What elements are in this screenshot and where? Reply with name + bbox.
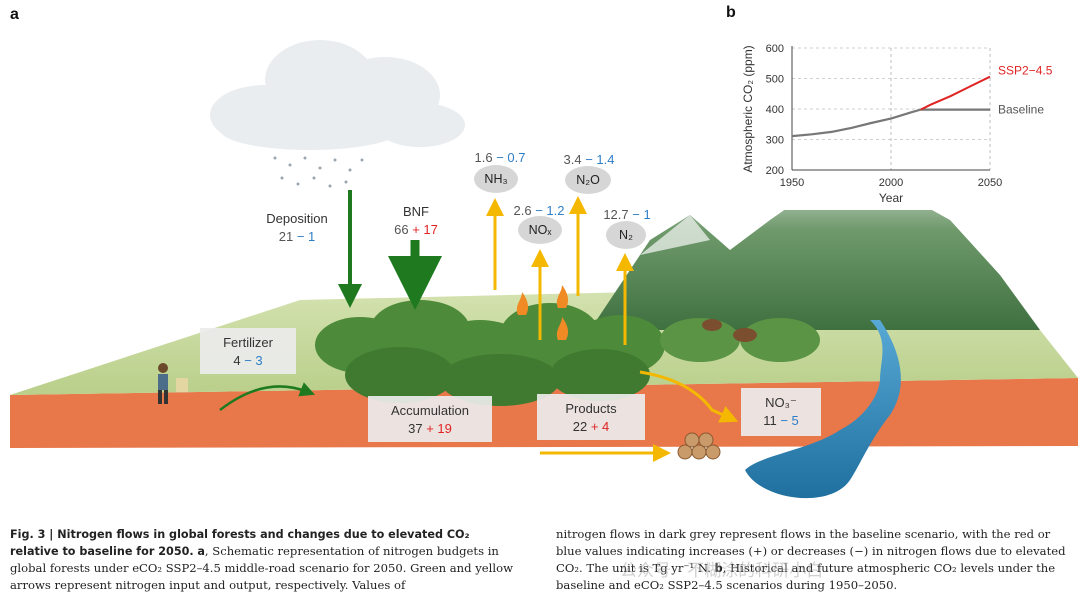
x-tick-label: 2000	[879, 177, 903, 189]
deposition-title: Deposition	[266, 211, 328, 226]
fertilizer-arrow	[219, 382, 315, 411]
no3-box: NO₃⁻ 11 − 5	[741, 388, 821, 436]
nox-base: 2.6	[513, 203, 532, 218]
panel-a-label: a	[10, 6, 19, 23]
ssp245-series-line	[920, 75, 991, 111]
baseline-series-label: Baseline	[998, 103, 1044, 117]
bnf-base: 66	[394, 221, 409, 237]
fire-icons	[516, 285, 569, 340]
caption-a-text: , Schematic representation of nitrogen b…	[10, 544, 513, 592]
y-axis-label: Atmospheric CO₂ (ppm)	[741, 45, 755, 172]
rain-drops	[273, 156, 364, 188]
fertilizer-title: Fertilizer	[223, 335, 273, 350]
no3-base: 11	[763, 413, 777, 429]
log-pile-icon	[677, 432, 721, 460]
nh3-value: 1.6 − 0.7	[470, 150, 530, 165]
nh3-bubble: NH₃	[474, 165, 518, 193]
products-box: Products 22 + 4	[537, 394, 645, 440]
y-tick-label: 300	[766, 135, 784, 147]
caption-b-pre: nitrogen flows in dark grey represent fl…	[556, 527, 1066, 575]
x-tick-label: 2050	[978, 177, 1002, 189]
y-tick-label: 600	[766, 43, 784, 55]
products-change: + 4	[590, 419, 610, 435]
n2-change: − 1	[632, 207, 651, 222]
river	[745, 320, 901, 499]
nox-change: − 1.2	[535, 203, 565, 218]
y-tick-label: 500	[766, 74, 784, 86]
n2-base: 12.7	[603, 207, 629, 222]
nh3-change: − 0.7	[496, 150, 526, 165]
n2o-base: 3.4	[563, 152, 582, 167]
animal-icons	[702, 319, 757, 342]
accumulation-title: Accumulation	[390, 403, 470, 418]
caption-right: nitrogen flows in dark grey represent fl…	[556, 526, 1072, 594]
n2o-bubble: N₂O	[565, 166, 611, 194]
caption-b-letter: b	[714, 562, 723, 575]
n2-value: 12.7 − 1	[602, 207, 652, 222]
caption-left: Fig. 3 | Nitrogen flows in global forest…	[10, 526, 515, 594]
products-title: Products	[565, 401, 617, 416]
n2-bubble: N₂	[606, 221, 646, 249]
fertilizer-change: − 3	[244, 353, 263, 369]
fertilizer-base: 4	[233, 353, 241, 369]
nox-value: 2.6 − 1.2	[508, 203, 570, 218]
no3-title: NO₃⁻	[765, 395, 797, 410]
deposition-change: − 1	[296, 228, 316, 244]
output-arrows	[486, 196, 739, 462]
deposition-label: Deposition 21 − 1	[252, 210, 342, 245]
accumulation-base: 37	[408, 421, 423, 437]
farmer-icon	[158, 363, 188, 404]
n2o-value: 3.4 − 1.4	[558, 152, 620, 167]
nox-bubble: NOₓ	[518, 216, 562, 244]
y-tick-label: 200	[766, 165, 784, 177]
n2o-change: − 1.4	[585, 152, 615, 167]
y-tick-label: 400	[766, 104, 784, 116]
caption-b-text: , Historical and future atmospheric CO₂ …	[556, 561, 1056, 592]
accumulation-change: + 19	[426, 421, 452, 437]
ssp245-series-label: SSP2−4.5	[998, 64, 1053, 78]
panel-b-label: b	[726, 4, 736, 21]
caption-a-letter: a	[197, 545, 205, 558]
nh3-base: 1.6	[474, 150, 493, 165]
caption-fig-label: Fig. 3 | Nitrogen flows in global forest…	[10, 528, 470, 558]
deposition-base: 21	[278, 228, 294, 244]
forest-canopy	[315, 300, 820, 406]
products-base: 22	[572, 419, 588, 435]
bnf-title: BNF	[403, 204, 429, 219]
no3-change: − 5	[780, 413, 799, 429]
cloud	[210, 40, 465, 150]
input-arrows	[219, 190, 442, 411]
watermark-text: 公众号 · 不糊涂的科研小白	[620, 561, 824, 581]
baseline-series-line	[791, 108, 990, 138]
bnf-change: + 17	[412, 221, 438, 237]
bnf-label: BNF 66 + 17	[376, 203, 456, 238]
nitrogen-flow-schematic	[10, 40, 1078, 499]
accumulation-box: Accumulation 37 + 19	[368, 396, 492, 442]
fertilizer-box: Fertilizer 4 − 3	[200, 328, 296, 374]
x-tick-label: 1950	[780, 177, 804, 189]
no3-arrow	[639, 370, 739, 423]
x-axis-label: Year	[879, 191, 903, 205]
